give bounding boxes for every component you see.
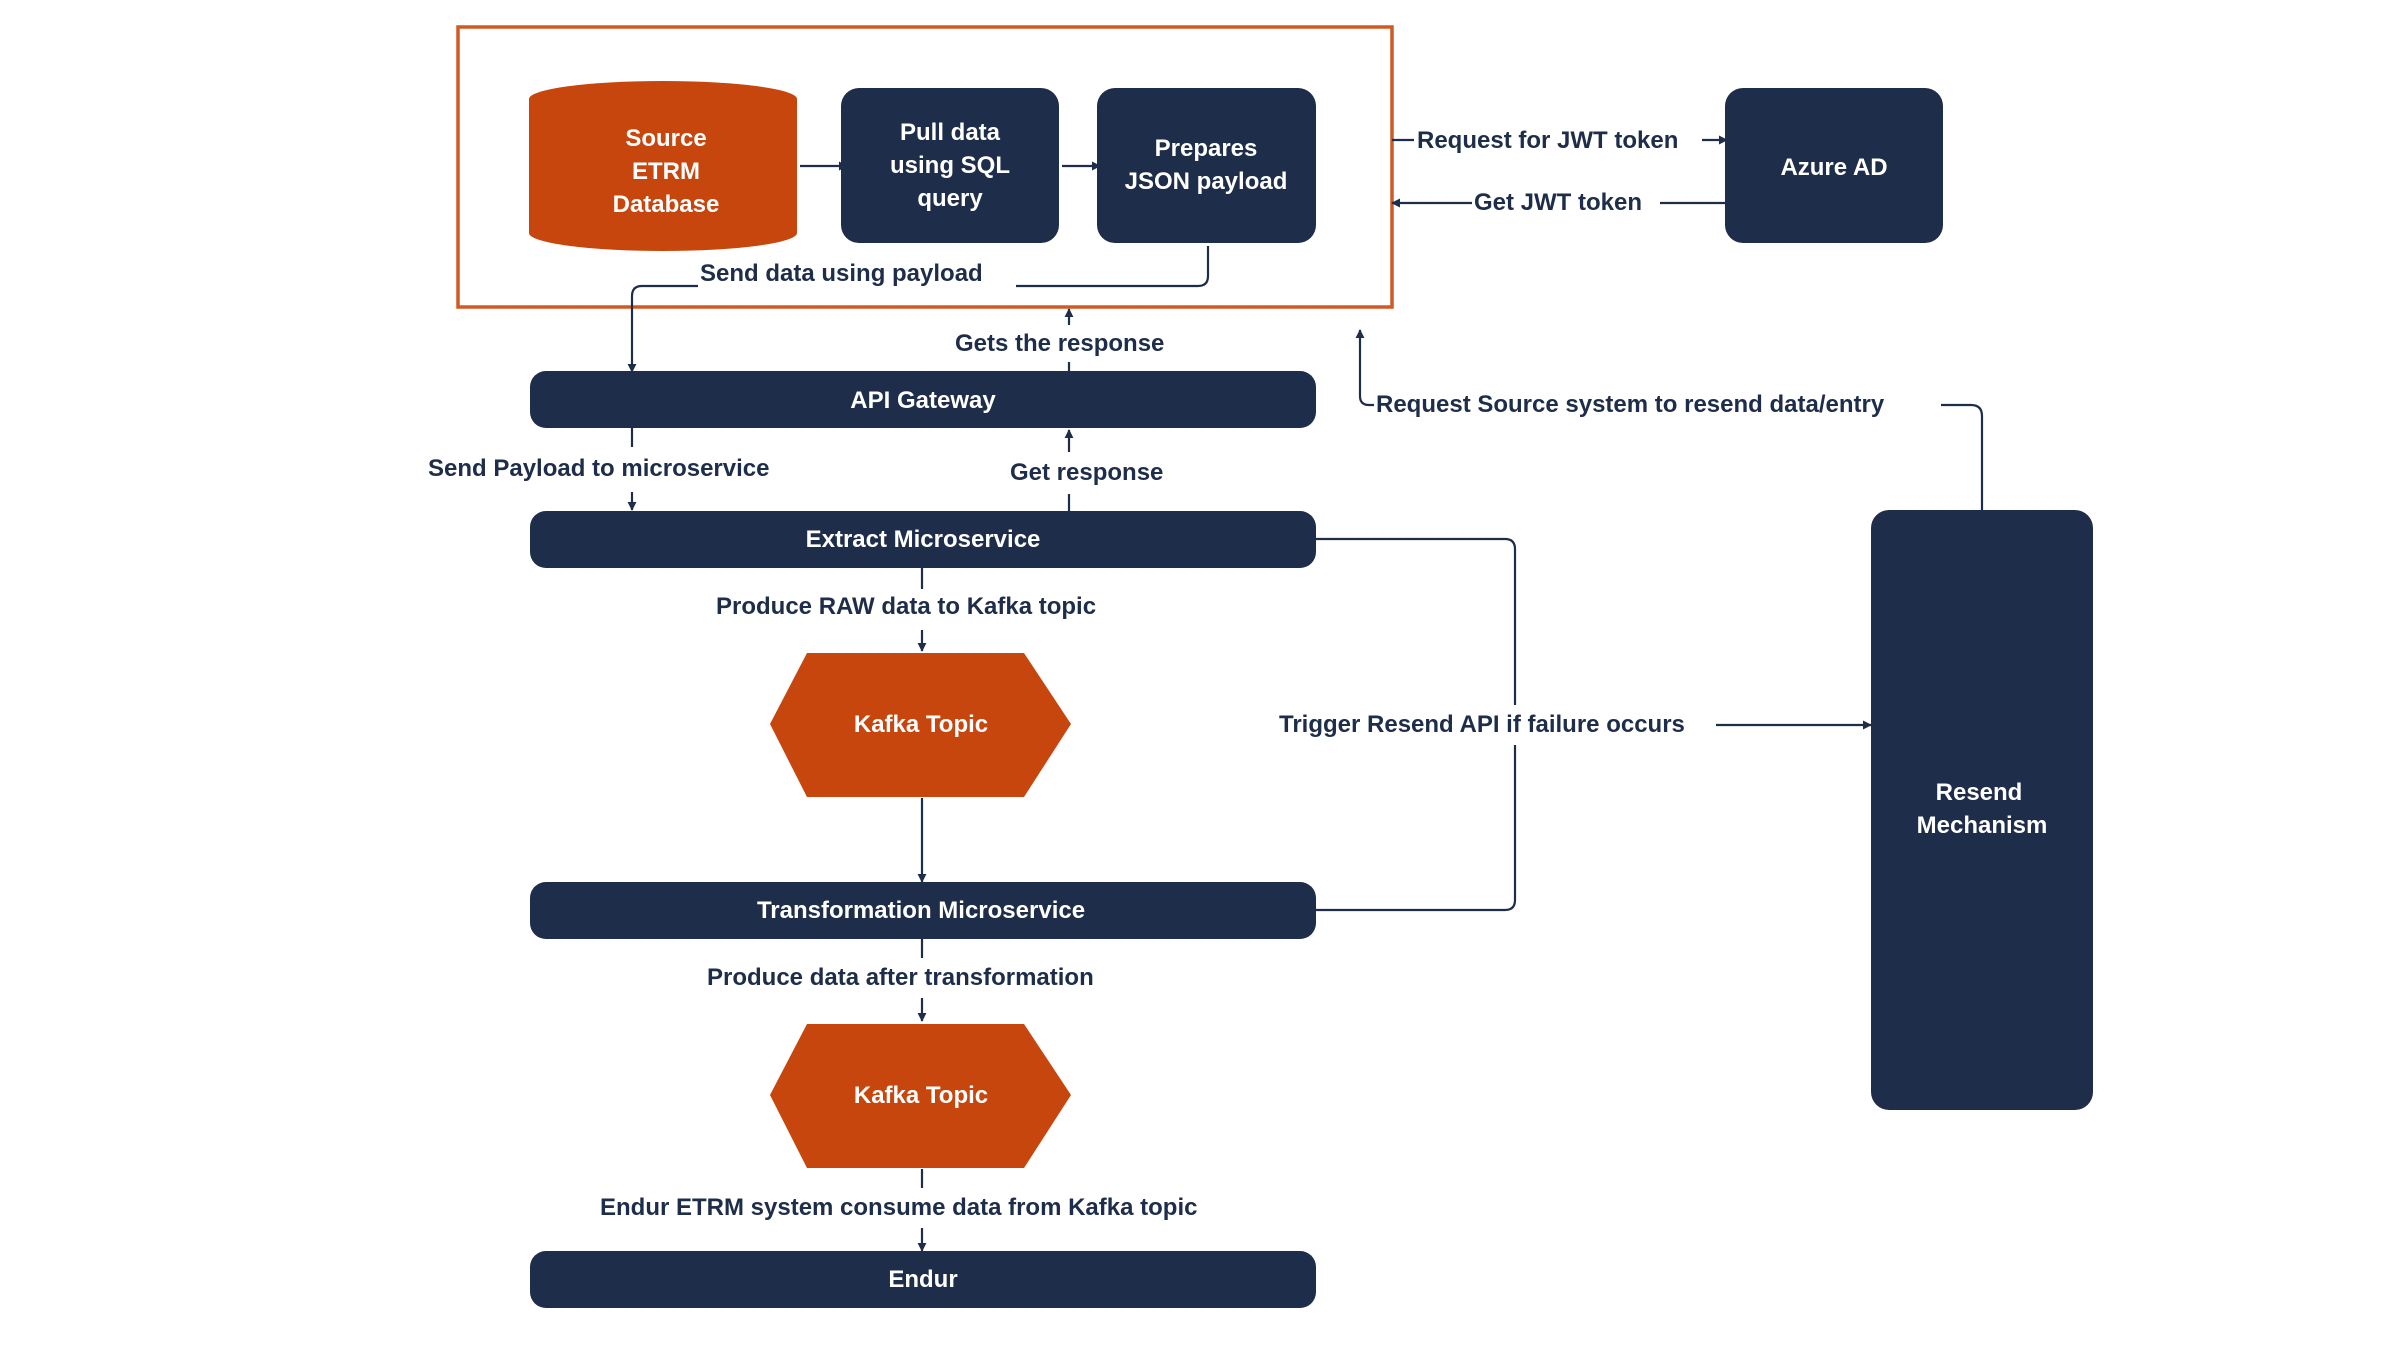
pull-data-label-2: using SQL xyxy=(890,152,1010,179)
transformation-ms-label: Transformation Microservice xyxy=(757,897,1085,924)
prepares-json-label-1: Prepares xyxy=(1155,135,1258,162)
edge-send-data-payload-down xyxy=(627,284,698,373)
edge-trigger-transform xyxy=(1316,745,1517,912)
transformation-microservice-node: Transformation Microservice xyxy=(530,882,1316,939)
pull-data-label-1: Pull data xyxy=(900,119,1001,146)
edge-label-produce-after: Produce data after transformation xyxy=(707,964,1094,991)
source-db-label-1: Source xyxy=(625,125,706,152)
resend-mechanism-node: Resend Mechanism xyxy=(1871,510,2093,1110)
edge-label-get-jwt: Get JWT token xyxy=(1474,189,1642,216)
edge-send-data-payload xyxy=(1016,246,1210,288)
edge-label-request-resend: Request Source system to resend data/ent… xyxy=(1376,391,1885,418)
edge-request-resend-up xyxy=(1355,329,1374,407)
edge-label-get-response: Get response xyxy=(1010,459,1163,486)
source-db-label-3: Database xyxy=(613,191,720,218)
edge-label-send-data-payload: Send data using payload xyxy=(700,260,983,287)
extract-microservice-node: Extract Microservice xyxy=(530,511,1316,568)
resend-label-2: Mechanism xyxy=(1917,812,2048,839)
azure-ad-node: Azure AD xyxy=(1725,88,1943,243)
kafka-topic-1-label: Kafka Topic xyxy=(854,711,988,738)
edge-label-request-jwt: Request for JWT token xyxy=(1417,127,1678,154)
source-db-label-2: ETRM xyxy=(632,158,700,185)
kafka-topic-1-node: Kafka Topic xyxy=(770,653,1071,797)
azure-ad-label: Azure AD xyxy=(1780,154,1887,181)
edge-label-send-payload-ms: Send Payload to microservice xyxy=(428,455,769,482)
endur-node: Endur xyxy=(530,1251,1316,1308)
edge-label-gets-response: Gets the response xyxy=(955,330,1164,357)
endur-label: Endur xyxy=(888,1266,957,1293)
extract-ms-label: Extract Microservice xyxy=(806,526,1041,553)
pull-data-label-3: query xyxy=(917,185,983,212)
edge-request-resend xyxy=(1941,403,1984,510)
edge-label-endur-consume: Endur ETRM system consume data from Kafk… xyxy=(600,1194,1197,1221)
kafka-topic-2-node: Kafka Topic xyxy=(770,1024,1071,1168)
pull-data-node: Pull data using SQL query xyxy=(841,88,1059,243)
edge-label-trigger-resend: Trigger Resend API if failure occurs xyxy=(1279,711,1685,738)
kafka-topic-2-label: Kafka Topic xyxy=(854,1082,988,1109)
api-gateway-label: API Gateway xyxy=(850,387,996,414)
prepares-json-label-2: JSON payload xyxy=(1125,168,1288,195)
source-system-frame xyxy=(456,25,1394,309)
resend-label-1: Resend xyxy=(1936,779,2023,806)
source-etrm-database: Source ETRM Database xyxy=(529,81,797,251)
api-gateway-node: API Gateway xyxy=(530,371,1316,428)
prepares-json-node: Prepares JSON payload xyxy=(1097,88,1316,243)
edge-label-produce-raw: Produce RAW data to Kafka topic xyxy=(716,593,1096,620)
edge-trigger-extract xyxy=(1316,537,1517,705)
